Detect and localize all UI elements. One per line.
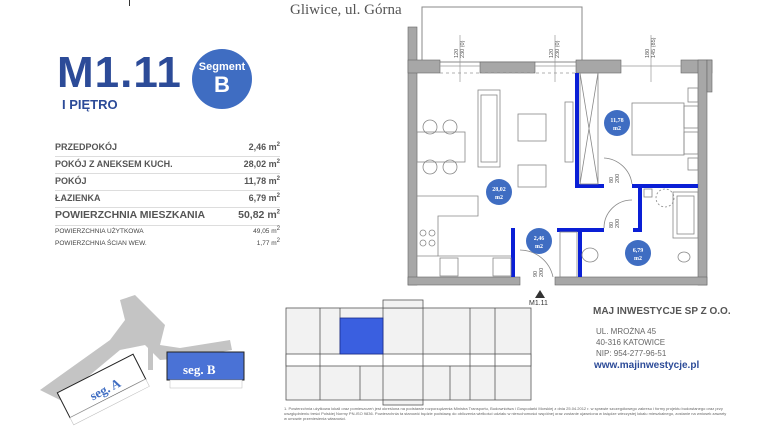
area-row: POWIERZCHNIA ŚCIAN WEW. 1,77 m2 — [55, 238, 280, 250]
location-title: Gliwice, ul. Górna — [290, 2, 402, 18]
room-area-text: m2 — [495, 195, 503, 201]
room-area-marker — [526, 228, 552, 254]
seg-b-label: seg. B — [183, 362, 216, 377]
window-dimension: 230 (0) — [460, 40, 466, 58]
door-dimension: 80 — [609, 177, 615, 183]
room-area-text: m2 — [634, 256, 642, 262]
area-name: POKÓJ — [55, 176, 87, 186]
area-table: PRZEDPOKÓJ 2,46 m2 POKÓJ Z ANEKSEM KUCH. 28… — [55, 140, 280, 250]
area-value: 2,46 m2 — [248, 142, 280, 152]
furniture — [416, 72, 699, 278]
company-street: UL. MROŻNA 45 — [596, 327, 657, 336]
company-website-link[interactable]: www.majinwestycje.pl — [594, 360, 700, 371]
seg-b-highlight — [166, 351, 245, 381]
area-value: 11,78 m2 — [244, 176, 280, 186]
door-dimension: 200 — [615, 219, 621, 228]
window-dimension: 180 — [645, 49, 651, 58]
room-area-text: 2,46 — [534, 236, 545, 242]
company-city: 40-316 KATOWICE — [596, 338, 666, 347]
window-dimension: 120 — [454, 49, 460, 58]
segment-letter: B — [214, 72, 230, 97]
floor-label: I PIĘTRO — [62, 97, 118, 112]
apartment-highlight — [339, 317, 384, 355]
area-name: POWIERZCHNIA UŻYTKOWA — [55, 228, 144, 235]
area-value: 28,02 m2 — [243, 159, 280, 169]
area-name: POKÓJ Z ANEKSEM KUCH. — [55, 159, 173, 169]
area-row: PRZEDPOKÓJ 2,46 m2 — [55, 140, 280, 157]
building-floor-plan — [285, 299, 532, 406]
segment-label: Segment — [198, 61, 246, 73]
window-lines — [440, 35, 681, 82]
apartment-code: M1.11 — [57, 48, 182, 97]
footnote: 1. Powierzchnia użytkowa lokali oraz pom… — [284, 406, 727, 422]
area-value: 6,79 m2 — [248, 193, 280, 203]
room-area-marker — [604, 110, 630, 136]
divider — [129, 0, 130, 6]
room-area-text: 11,78 — [610, 118, 623, 124]
site-keyplan: seg. A seg. B — [40, 295, 245, 426]
outer-walls — [407, 26, 713, 286]
area-row: POWIERZCHNIA UŻYTKOWA 49,05 m2 — [55, 226, 280, 238]
company-name: MAJ INWESTYCJE SP Z O.O. — [593, 306, 731, 317]
room-area-text: m2 — [613, 126, 621, 132]
area-row: ŁAZIENKA 6,79 m2 — [55, 191, 280, 208]
window-dimension: 230 (0) — [555, 40, 561, 58]
area-value: 1,77 m2 — [256, 237, 280, 247]
area-row: POWIERZCHNIA MIESZKANIA 50,82 m2 — [55, 208, 280, 226]
area-name: PRZEDPOKÓJ — [55, 142, 118, 152]
area-value: 49,05 m2 — [253, 225, 280, 235]
area-name: POWIERZCHNIA MIESZKANIA — [55, 209, 206, 221]
entrance-label: M1.11 — [529, 300, 548, 307]
room-area-markers: 28,02 m2 11,78 m2 2,46 m2 6,79 m2 — [486, 110, 651, 266]
door-dimension: 80 — [609, 222, 615, 228]
window-dimension: 145 (85) — [651, 37, 657, 58]
window-dimension: 120 — [549, 49, 555, 58]
area-row: POKÓJ 11,78 m2 — [55, 174, 280, 191]
room-area-marker — [486, 179, 512, 205]
area-value: 50,82 m2 — [238, 209, 280, 221]
room-area-marker — [625, 240, 651, 266]
area-row: POKÓJ Z ANEKSEM KUCH. 28,02 m2 — [55, 157, 280, 174]
room-area-text: 6,79 — [633, 248, 644, 254]
area-name: ŁAZIENKA — [55, 193, 101, 203]
interior-walls — [511, 73, 698, 277]
door-dimension: 90 — [533, 271, 539, 277]
room-area-text: 28,02 — [492, 187, 506, 193]
segment-badge: Segment B — [192, 49, 252, 109]
area-name: POWIERZCHNIA ŚCIAN WEW. — [55, 240, 147, 247]
door-dimension: 200 — [539, 268, 545, 277]
company-nip: NIP: 954-277-96-51 — [596, 349, 667, 358]
door-dimension: 200 — [615, 174, 621, 183]
entrance-arrow-icon — [535, 290, 545, 298]
room-area-text: m2 — [535, 244, 543, 250]
